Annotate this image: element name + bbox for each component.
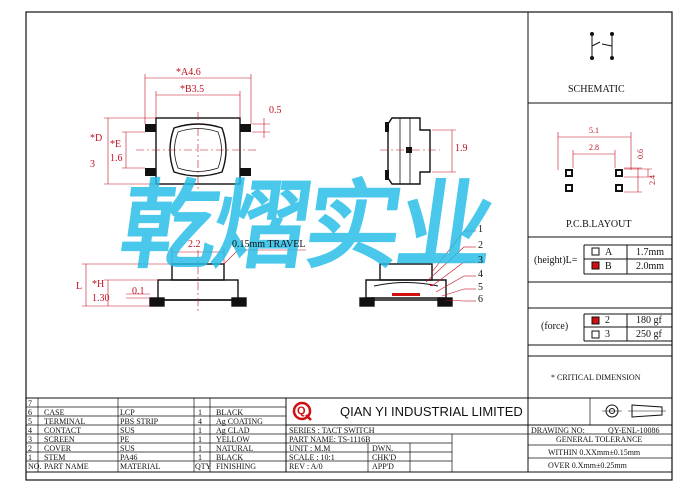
bom-cell-material: PE xyxy=(120,435,130,444)
dim-a: *A4.6 xyxy=(176,67,201,78)
bom-cell-name: CASE xyxy=(44,408,65,417)
bom-cell-qty: 1 xyxy=(198,453,202,462)
force-value-3: 250 gf xyxy=(636,329,662,340)
schematic-label: SCHEMATIC xyxy=(568,84,625,95)
pcb-inner-width: 2.8 xyxy=(589,143,599,152)
bom-cell-material: SUS xyxy=(120,426,135,435)
dim-h-value: 1.30 xyxy=(92,293,110,304)
callout-4: 4 xyxy=(478,269,483,280)
dim-h-label: *H xyxy=(92,279,105,290)
chkd-label: CHK'D xyxy=(372,453,397,462)
company-watermark: 乾熠实业 xyxy=(114,170,498,282)
bom-cell-name: TERMINAL xyxy=(44,417,86,426)
bom-cell-material: PBS STRIP xyxy=(120,417,159,426)
dim-side-height: 1.9 xyxy=(455,143,468,154)
bom-cell-finish: NATURAL xyxy=(216,444,254,453)
general-tolerance-label: GENERAL TOLERANCE xyxy=(556,435,643,444)
callout-5: 5 xyxy=(478,282,483,293)
travel-label: 0.15mm TRAVEL xyxy=(232,239,306,250)
pcb-height: 2.4 xyxy=(648,175,657,185)
bom-header-finish: FINISHING xyxy=(216,462,256,471)
height-value-a: 1.7mm xyxy=(636,247,665,258)
bom-header-qty: QTY xyxy=(195,462,212,471)
dim-d-value: 3 xyxy=(90,159,95,170)
dwn-label: DWN. xyxy=(372,444,394,453)
bom-cell-qty: 1 xyxy=(198,408,202,417)
drawing-no-label: DRAWING NO: xyxy=(531,426,585,435)
bom-cell-name: STEM xyxy=(44,453,66,462)
dim-b: *B3.5 xyxy=(180,84,205,95)
bom-cell-finish: Ag COATING xyxy=(216,417,263,426)
height-code-a: A xyxy=(605,247,613,258)
dim-d-label: *D xyxy=(90,133,103,144)
pcb-pad-size: 0.6 xyxy=(636,149,645,159)
bom-cell-material: SUS xyxy=(120,444,135,453)
scale-label: SCALE : 10:1 xyxy=(289,453,335,462)
bom-cell-finish: YELLOW xyxy=(216,435,250,444)
callout-3: 3 xyxy=(478,255,483,266)
company-name: QIAN YI INDUSTRIAL LIMITED xyxy=(340,404,523,419)
tolerance-over: OVER 0.Xmm±0.25mm xyxy=(548,461,627,470)
appd-label: APP'D xyxy=(372,462,394,471)
company-logo: Q xyxy=(297,405,306,417)
force-code-3: 3 xyxy=(605,329,610,340)
bom-cell-qty: 1 xyxy=(198,426,202,435)
bom-cell-no: 6 xyxy=(28,408,32,417)
bom-header-name: PART NAME xyxy=(44,462,89,471)
series-label: SERIES : TACT SWITCH xyxy=(289,426,375,435)
part-name-label: PART NAME: TS-1116B xyxy=(289,435,371,444)
dim-e-value: 1.6 xyxy=(110,153,123,164)
bom-cell-no: 1 xyxy=(28,453,32,462)
bom-cell-no: 4 xyxy=(28,426,32,435)
height-code-b: B xyxy=(605,261,612,272)
dim-gap: 0.5 xyxy=(269,105,282,116)
bom-cell-no: 5 xyxy=(28,417,32,426)
bom-header-material: MATERIAL xyxy=(120,462,161,471)
drawing-no-value: QY-ENL-10086 xyxy=(608,426,660,435)
unit-label: UNIT : M.M xyxy=(289,444,331,453)
bom-cell-qty: 1 xyxy=(198,444,202,453)
pcb-layout-label: P.C.B.LAYOUT xyxy=(566,219,632,230)
force-code-2: 2 xyxy=(605,315,610,326)
bom-cell-name: COVER xyxy=(44,444,72,453)
bom-cell-finish: Ag CLAD xyxy=(216,426,250,435)
height-table-label: (height)L= xyxy=(534,255,578,266)
force-table-label: (force) xyxy=(541,321,569,332)
bom-cell-finish: BLACK xyxy=(216,408,244,417)
bom-cell-no: 3 xyxy=(28,435,32,444)
bom-cell-finish: BLACK xyxy=(216,453,244,462)
dim-front-width: 2.2 xyxy=(188,239,201,250)
bom-cell-material: LCP xyxy=(120,408,135,417)
dim-l: L xyxy=(76,281,83,292)
height-value-b: 2.0mm xyxy=(636,261,665,272)
bom-cell-name: SCREEN xyxy=(44,435,75,444)
tolerance-within: WITHIN 0.XXmm±0.15mm xyxy=(548,448,641,457)
callout-2: 2 xyxy=(478,240,483,251)
force-value-2: 180 gf xyxy=(636,315,662,326)
bom-cell-material: PA46 xyxy=(120,453,138,462)
bom-cell-name: CONTACT xyxy=(44,426,82,435)
bom-cell-qty: 1 xyxy=(198,435,202,444)
dim-e-label: *E xyxy=(110,139,122,150)
bom-cell-qty: 4 xyxy=(198,417,202,426)
dim-thickness: 0.1 xyxy=(132,286,145,297)
callout-6: 6 xyxy=(478,294,483,305)
bom-cell-no: 2 xyxy=(28,444,32,453)
critical-dimension-note: * CRITICAL DIMENSION xyxy=(551,373,641,382)
pcb-outer-width: 5.1 xyxy=(589,126,599,135)
bom-cell-no: 7 xyxy=(28,399,32,408)
bom-header-no: NO. xyxy=(28,462,42,471)
callout-1: 1 xyxy=(478,224,483,235)
rev-label: REV : A/0 xyxy=(289,462,323,471)
